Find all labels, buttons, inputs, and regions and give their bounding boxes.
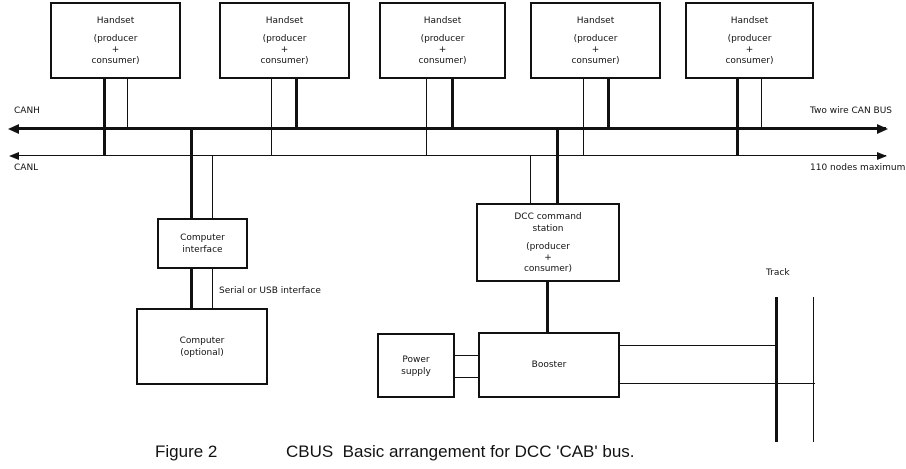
computer-interface-box: Computer interface — [157, 218, 248, 269]
dcc-command-station-box: DCC command station (producer + consumer… — [476, 203, 620, 282]
handset-3-drop-canh — [451, 79, 454, 130]
canl-label: CANL — [14, 163, 39, 173]
dcc-riser-canl — [530, 155, 531, 204]
serial-usb-interface-label: Serial or USB interface — [219, 286, 321, 296]
computer-interface-riser-canh — [190, 127, 193, 219]
handset-box-3: Handset (producer + consumer) — [379, 2, 506, 79]
handset-title-1: Handset — [96, 15, 135, 26]
handset-4-drop-canh — [607, 79, 610, 130]
dcc-to-booster-wire — [546, 282, 549, 334]
handset-1-drop-canl — [103, 79, 106, 156]
handset-5-drop-canh — [761, 79, 762, 130]
booster-box: Booster — [478, 332, 620, 398]
handset-box-5: Handset (producer + consumer) — [685, 2, 814, 79]
figure-caption: CBUS Basic arrangement for DCC 'CAB' bus… — [286, 442, 635, 461]
handset-title-4: Handset — [576, 15, 615, 26]
power-supply-wire-top — [455, 355, 480, 356]
canl-right-arrow-icon — [877, 152, 887, 160]
handset-3-drop-canl — [426, 79, 427, 156]
handset-role-5: (producer + consumer) — [725, 33, 774, 66]
handset-title-5: Handset — [730, 15, 769, 26]
computer-interface-title: Computer interface — [180, 232, 225, 255]
handset-2-drop-canh — [295, 79, 298, 130]
computer-box: Computer (optional) — [136, 308, 268, 385]
handset-role-1: (producer + consumer) — [91, 33, 140, 66]
power-supply-title: Power supply — [401, 354, 431, 377]
handset-4-drop-canl — [583, 79, 584, 156]
canh-label: CANH — [14, 106, 40, 116]
nodes-maximum-label: 110 nodes maximum — [810, 163, 906, 173]
computer-link-thin — [212, 269, 213, 309]
handset-box-2: Handset (producer + consumer) — [219, 2, 350, 79]
two-wire-can-bus-label: Two wire CAN BUS — [810, 106, 893, 116]
dcc-command-station-role: (producer + consumer) — [523, 241, 573, 274]
power-supply-wire-bottom — [455, 377, 480, 378]
track-rail-left — [775, 297, 778, 442]
computer-title: Computer (optional) — [179, 335, 225, 358]
handset-title-2: Handset — [265, 15, 304, 26]
figure-number: Figure 2 — [155, 442, 218, 461]
handset-box-1: Handset (producer + consumer) — [50, 2, 181, 79]
booster-title: Booster — [531, 360, 567, 370]
handset-title-3: Handset — [423, 15, 462, 26]
canh-right-arrow-icon — [877, 124, 888, 134]
canl-left-arrow-icon — [9, 152, 19, 160]
computer-interface-riser-canl — [212, 155, 213, 219]
computer-link-thick — [190, 269, 193, 309]
handset-5-drop-canl — [736, 79, 739, 156]
power-supply-box: Power supply — [377, 333, 455, 398]
handset-1-drop-canh — [127, 79, 128, 130]
booster-track-feed-top — [620, 345, 777, 346]
canh-left-arrow-icon — [8, 124, 19, 134]
handset-2-drop-canl — [271, 79, 272, 156]
track-rail-right — [813, 297, 814, 442]
handset-role-3: (producer + consumer) — [418, 33, 467, 66]
dcc-command-station-title: DCC command station — [514, 211, 582, 234]
canl-bus-line — [18, 155, 886, 156]
booster-track-feed-bottom — [620, 383, 815, 384]
handset-role-2: (producer + consumer) — [260, 33, 309, 66]
track-label: Track — [766, 268, 790, 278]
dcc-riser-canh — [556, 127, 559, 204]
handset-box-4: Handset (producer + consumer) — [530, 2, 661, 79]
handset-role-4: (producer + consumer) — [571, 33, 620, 66]
